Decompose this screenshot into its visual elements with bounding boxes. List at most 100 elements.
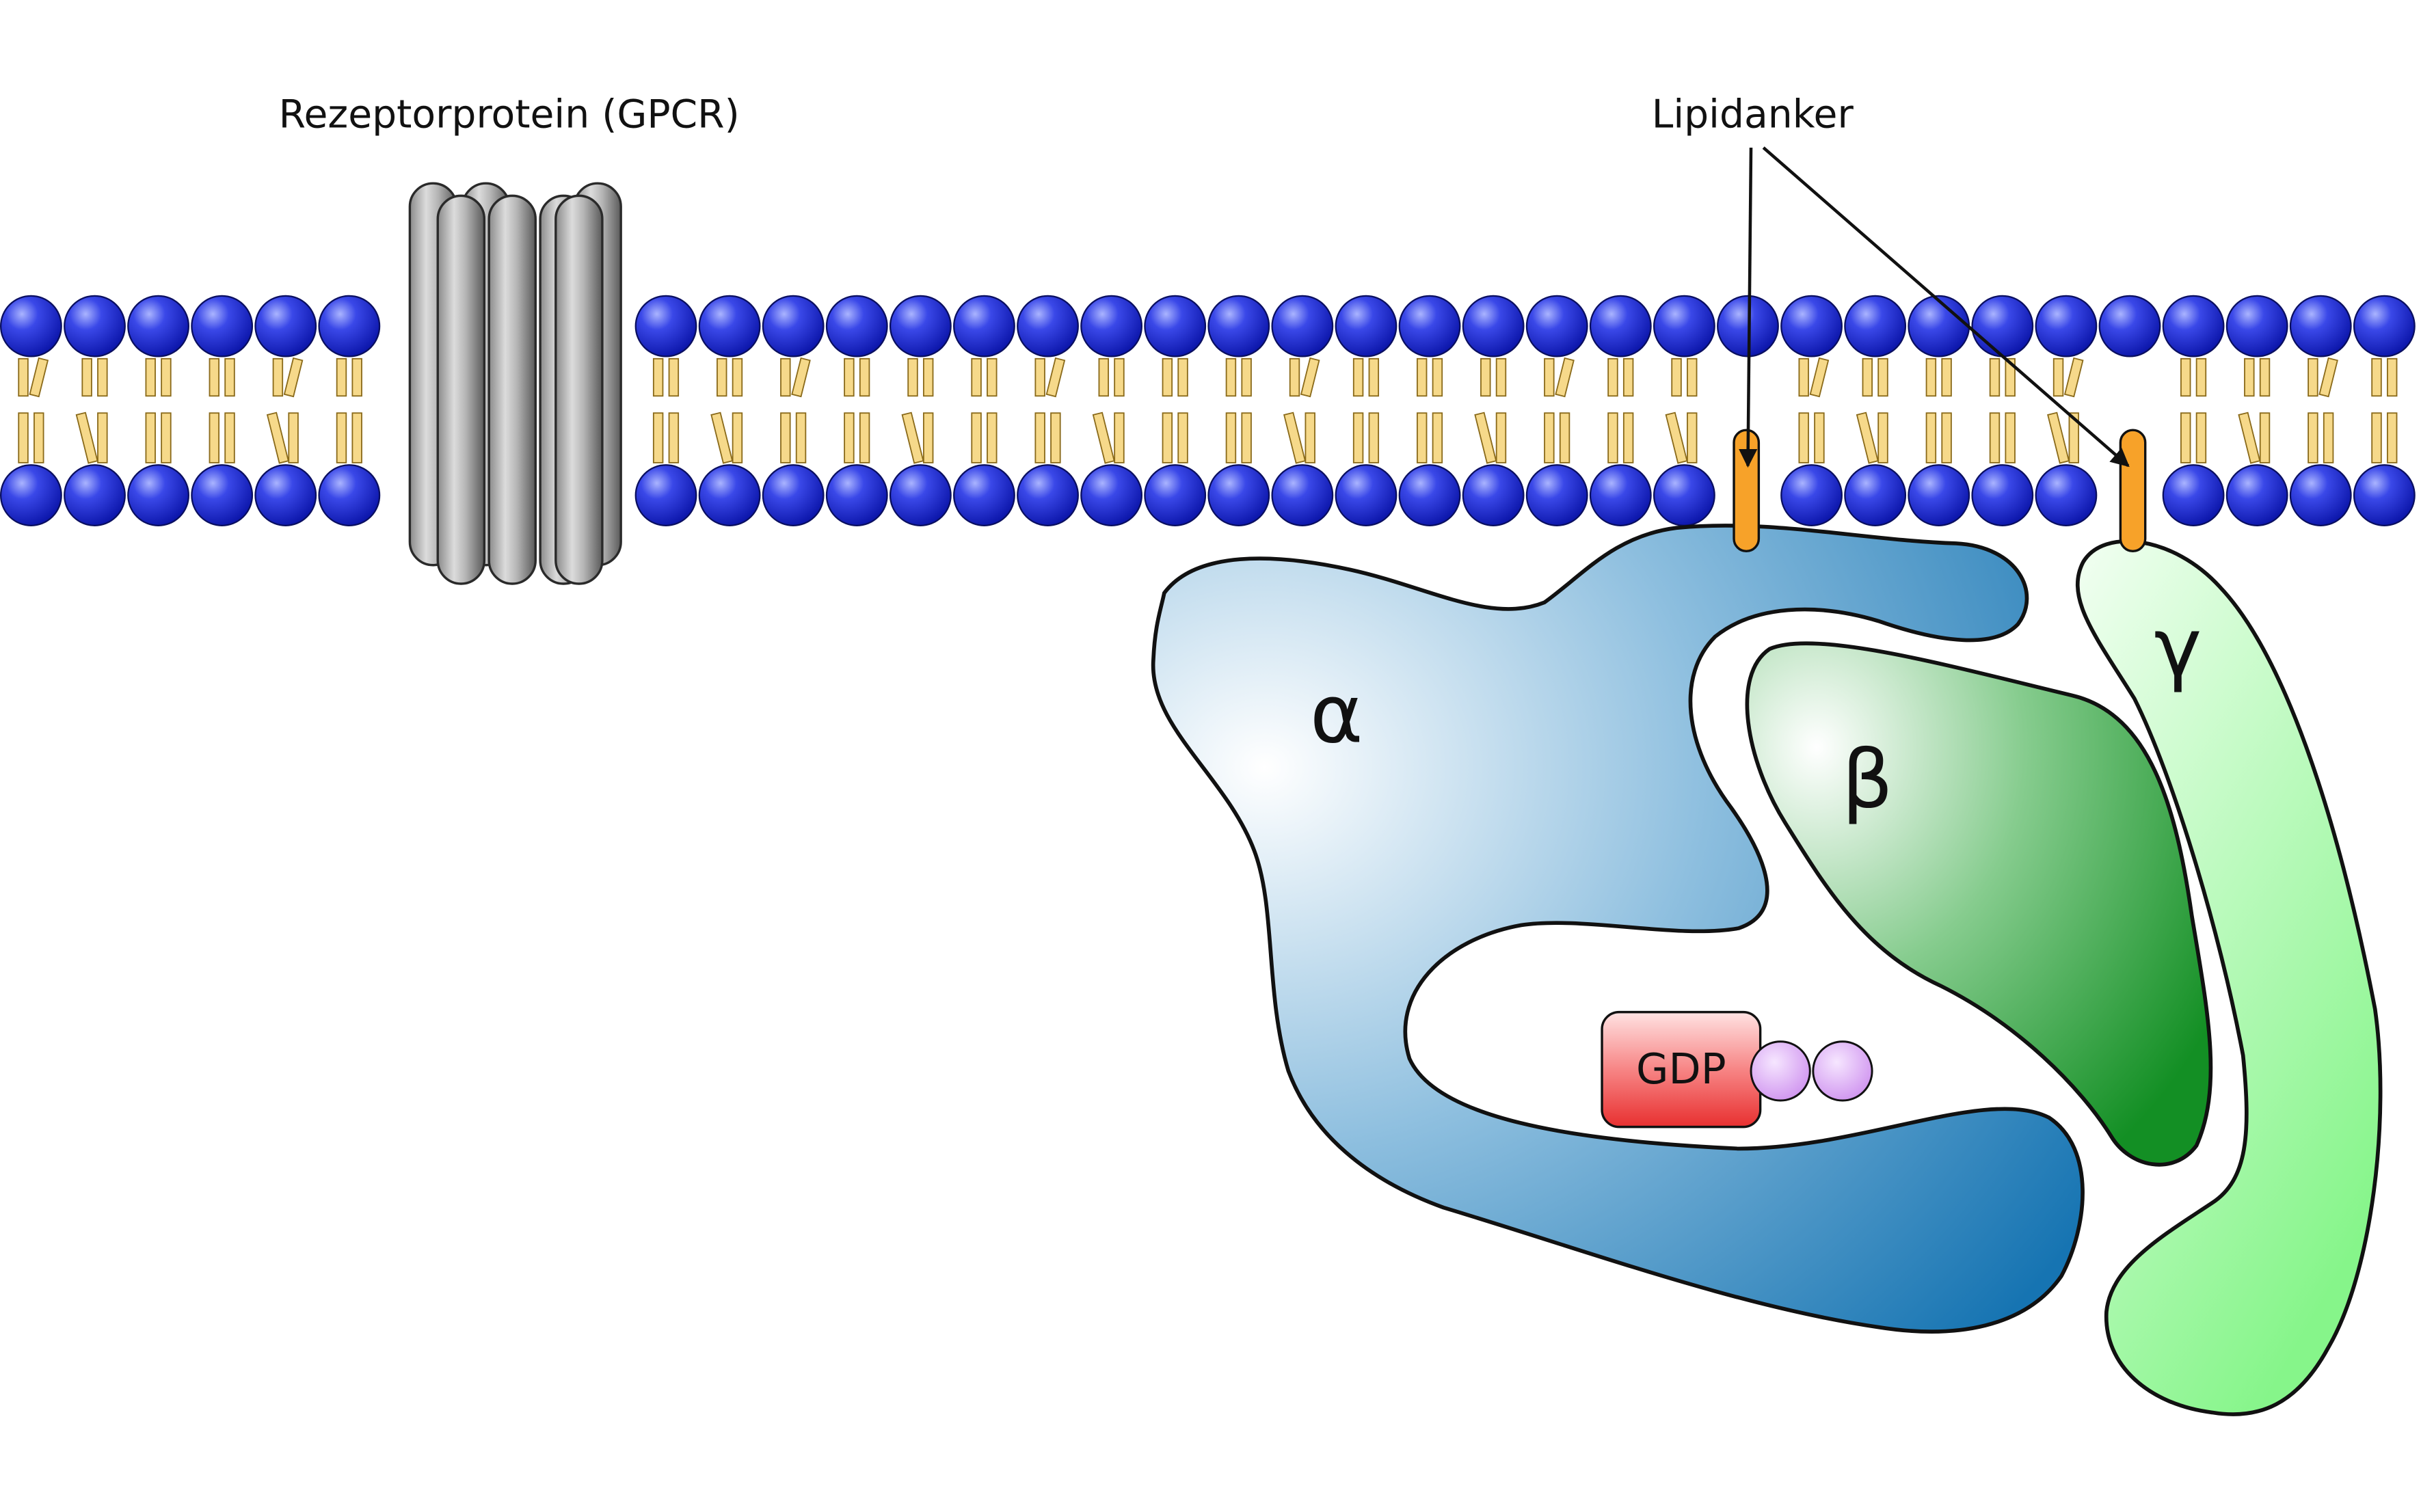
phospholipid-head — [1462, 295, 1525, 357]
gpcr-receptor — [408, 182, 622, 585]
phospholipid-head — [2353, 295, 2416, 357]
phospholipid-head — [953, 295, 1015, 357]
phospholipid-head — [318, 295, 381, 357]
lipid-tail — [1544, 357, 1575, 398]
anchor-label: Lipidanker — [1652, 92, 1854, 137]
lipid-tail — [272, 357, 304, 398]
lipid-tail — [145, 357, 172, 397]
phospholipid-head — [1271, 295, 1334, 357]
lipid-tail — [1925, 412, 1952, 463]
phospholipid-head — [254, 464, 317, 526]
phospholipid-head — [1207, 464, 1270, 526]
phospholipid-head — [1335, 464, 1397, 526]
phospholipid-head — [2035, 464, 2098, 526]
lipid-tail — [1283, 411, 1315, 464]
lipid-tail — [1474, 411, 1507, 464]
lipid-tail — [1352, 357, 1380, 397]
phospholipid-head — [1589, 464, 1652, 526]
lipid-tail — [1092, 411, 1125, 464]
lipid-tail — [971, 412, 998, 463]
beta-label: β — [1842, 732, 1893, 826]
lipid-tail — [2238, 411, 2271, 464]
phospholipid-head — [1271, 464, 1334, 526]
lipid-tail — [1480, 357, 1507, 397]
phospholipid-head — [1844, 295, 1907, 357]
phospholipid-head — [1207, 295, 1270, 357]
phospholipid-head — [1335, 295, 1397, 357]
phospholipid-head — [762, 295, 825, 357]
phospholipid-head — [698, 464, 761, 526]
lipid-tail — [18, 357, 49, 398]
phospholipid-head — [64, 464, 126, 526]
lipid-anchor-alpha — [1733, 429, 1761, 553]
lipid-tail — [1856, 411, 1888, 464]
phospholipid-head — [1080, 464, 1143, 526]
phospholipid-head — [825, 295, 888, 357]
phospholipid-head — [825, 464, 888, 526]
lipid-tail — [1671, 357, 1698, 397]
lipid-tail — [1225, 357, 1252, 397]
phospholipid-head — [634, 464, 697, 526]
lipid-tail — [1289, 357, 1320, 398]
lipid-tail — [844, 357, 870, 397]
lipid-tail — [1162, 357, 1188, 397]
phospholipid-head — [64, 295, 126, 357]
phospholipid-head — [254, 295, 317, 357]
phospholipid-head — [2162, 295, 2225, 357]
phospholipid-head — [1398, 295, 1461, 357]
lipid-tail — [1862, 357, 1888, 397]
phospholipid-head — [2289, 464, 2352, 526]
alpha-label: α — [1310, 667, 1363, 761]
phospholipid-head — [1525, 295, 1588, 357]
lipid-tail — [2308, 412, 2334, 463]
lipid-tail — [2180, 412, 2207, 463]
lipid-tail — [710, 411, 743, 464]
phospholipid-head — [318, 464, 381, 526]
lipid-tail — [1925, 357, 1952, 397]
phospholipid-head — [191, 295, 254, 357]
lipid-tail — [1034, 357, 1066, 398]
phospholipid-head — [1653, 295, 1715, 357]
phospholipid-head — [634, 295, 697, 357]
phospholipid-head — [2353, 464, 2416, 526]
phosphate-2 — [1812, 1040, 1873, 1102]
lipid-tail — [1665, 411, 1698, 464]
phosphate-1 — [1750, 1040, 1811, 1102]
phospholipid-head — [1144, 295, 1207, 357]
lipid-tail — [652, 412, 680, 463]
phospholipid-head — [127, 464, 189, 526]
phospholipid-head — [1017, 464, 1079, 526]
lipid-tail — [81, 357, 108, 397]
phospholipid-head — [1080, 295, 1143, 357]
lipid-tail — [2052, 357, 2084, 398]
phospholipid-head — [0, 464, 62, 526]
phospholipid-head — [698, 295, 761, 357]
phospholipid-head — [1462, 464, 1525, 526]
lipid-tails — [18, 357, 2398, 464]
lipid-tail — [209, 412, 235, 463]
phospholipid-head — [0, 295, 62, 357]
phospholipid-head — [127, 295, 189, 357]
lipid-tail — [75, 411, 108, 464]
phospholipid-head — [2098, 295, 2161, 357]
phospholipid-head — [762, 464, 825, 526]
phospholipid-head — [1589, 295, 1652, 357]
lipid-tail — [971, 357, 998, 397]
lipid-tail — [209, 357, 235, 397]
phospholipid-head — [2035, 295, 2098, 357]
lipid-tail — [1607, 412, 1634, 463]
phospholipid-head — [1398, 464, 1461, 526]
phospholipid-head — [1525, 464, 1588, 526]
lipid-tail — [844, 412, 870, 463]
lipid-tail — [1098, 357, 1125, 397]
lipid-anchor-gamma — [2119, 429, 2147, 553]
lipid-tail — [266, 411, 299, 464]
lipid-tail — [717, 357, 743, 397]
phospholipid-head — [191, 464, 254, 526]
phospholipid-head — [1653, 464, 1715, 526]
lipid-tail — [2244, 357, 2271, 397]
phospholipid-head — [2289, 295, 2352, 357]
lipid-tail — [1416, 412, 1443, 463]
beta-subunit — [1745, 641, 2213, 1167]
